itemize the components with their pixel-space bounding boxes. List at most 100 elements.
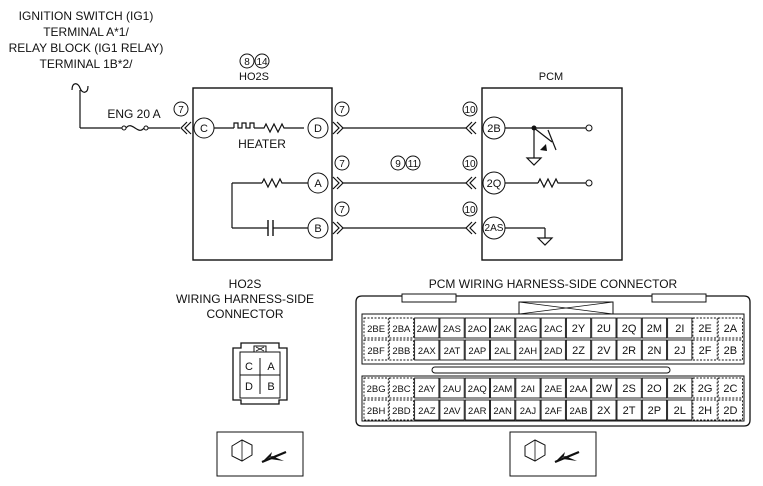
pcm-pin-label: 2AB	[570, 406, 588, 417]
pcm-pin-label: 2BC	[392, 384, 411, 395]
pcm-pin-label: 2F	[699, 345, 712, 357]
pcm-pin-cell	[540, 339, 566, 361]
ho2s-title: HO2S	[239, 71, 269, 83]
pcm-pin-label: 2AY	[418, 384, 436, 395]
pcm-pin-cell	[565, 377, 592, 399]
pcm-pin-cell	[414, 339, 440, 361]
terminal-node-icon	[585, 124, 593, 132]
ho2s-terminal-d-label: D	[314, 123, 322, 135]
ref-number: 7	[178, 105, 184, 116]
connector-view-icon	[509, 431, 597, 477]
ho2s-connector-title-3: CONNECTOR	[206, 307, 283, 321]
pcm-pin-label: 2G	[698, 383, 713, 395]
pcm-pin-label: 2AE	[544, 384, 562, 395]
pcm-pin-label: 2AD	[544, 346, 563, 357]
ho2s-terminal-b-label: B	[314, 223, 321, 235]
pcm-pin-cell	[692, 377, 718, 399]
ho2s-connector-title-1: HO2S	[229, 277, 262, 291]
pcm-pin-label: 2X	[597, 405, 611, 417]
pcm-pin-cell	[565, 399, 592, 421]
pcm-pin-cell	[388, 339, 415, 361]
pcm-pin-label: 2AC	[544, 324, 563, 335]
pcm-pin-cell	[363, 377, 389, 399]
ref-circle	[239, 53, 255, 69]
pcm-pin-label: 2AA	[570, 384, 589, 395]
source-line-4: TERMINAL 1B*2/	[40, 57, 134, 71]
pcm-pin-cell	[464, 339, 490, 361]
pcm-pin-label: 2H	[698, 405, 712, 417]
ref-circle	[462, 101, 478, 117]
ref-circle	[254, 53, 270, 69]
pcm-pin-cell	[591, 377, 617, 399]
pcm-pin-cell	[388, 317, 415, 339]
pcm-pin-cell	[363, 339, 389, 361]
pcm-pin-cell	[388, 399, 415, 421]
source-line-3: RELAY BLOCK (IG1 RELAY)	[9, 41, 164, 55]
source-line-2: TERMINAL A*1/	[43, 25, 129, 39]
pcm-pin-label: 2O	[647, 383, 662, 395]
pcm-pin-label: 2BD	[392, 406, 411, 417]
pcm-pin-cell	[717, 339, 743, 361]
pcm-pin-cell	[616, 339, 642, 361]
pcm-pin-cell	[641, 317, 668, 339]
pcm-pin-cell	[464, 377, 490, 399]
pcm-pin-cell	[540, 377, 566, 399]
pcm-pin-label: 2N	[647, 345, 661, 357]
pcm-pin-label: 2BF	[367, 346, 385, 357]
pcm-pin-label: 2P	[648, 405, 661, 417]
connector-chevron-icon	[332, 121, 344, 135]
pcm-pin-label: 2BB	[392, 346, 410, 357]
pcm-pin-cell	[414, 399, 440, 421]
ref-number: 7	[339, 159, 345, 170]
pcm-pin-label: 2AM	[493, 384, 513, 395]
connector-chevron-icon	[332, 176, 344, 190]
pcm-pin-label: 2AJ	[520, 406, 537, 417]
pcm-pin-cell	[464, 317, 490, 339]
mid-ref-1: 9	[395, 159, 401, 170]
pcm-pin-cell	[414, 377, 440, 399]
ref-circle	[334, 155, 350, 171]
pcm-pin-label: 2AO	[468, 324, 487, 335]
pcm-pin-cell	[616, 317, 642, 339]
pcm-pin-label: 2AQ	[468, 384, 487, 395]
pcm-pin-cell	[515, 377, 541, 399]
pcm-pin-label: 2AZ	[418, 406, 436, 417]
ref-circle	[462, 201, 478, 217]
ho2s-pin-d: D	[245, 381, 253, 393]
pcm-pin-cell	[388, 377, 415, 399]
pcm-pin-cell	[641, 399, 668, 421]
pcm-pin-label: 2AH	[519, 346, 538, 357]
pcm-pin-label: 2AR	[468, 406, 487, 417]
pcm-pin-label: 2BA	[392, 324, 411, 335]
mid-ref-2: 11	[408, 159, 419, 170]
pcm-pin-label: 2D	[723, 405, 737, 417]
pcm-pin-cell	[616, 377, 642, 399]
pcm-pin-cell	[717, 317, 743, 339]
connector-chevron-icon	[180, 121, 192, 135]
ho2s-connector-face	[232, 342, 288, 405]
ho2s-ref-1: 8	[244, 57, 250, 68]
pcm-pin-label: 2I	[675, 323, 684, 335]
pcm-pin-cell	[464, 399, 490, 421]
fuse-icon	[121, 125, 149, 131]
pcm-pin-cell	[591, 339, 617, 361]
pcm-pin-label: 2AK	[494, 324, 513, 335]
connector-chevron-icon	[465, 121, 477, 135]
pcm-pin-label: 2L	[674, 405, 686, 417]
pcm-pin-cell	[641, 339, 668, 361]
pcm-pin-cell	[363, 317, 389, 339]
pcm-pin-cell	[490, 399, 516, 421]
pcm-pin-label: 2E	[698, 323, 711, 335]
pcm-pin-cell	[667, 339, 693, 361]
ho2s-terminal-c-label: C	[200, 123, 208, 135]
pcm-pin-label: 2K	[673, 383, 687, 395]
pcm-pin-cell	[363, 399, 389, 421]
ref-number: 7	[339, 205, 345, 216]
connector-chevron-icon	[332, 221, 344, 235]
ref-number: 10	[464, 205, 476, 216]
pcm-pin-cell	[439, 377, 465, 399]
ref-number: 7	[339, 105, 345, 116]
heater-element-icon	[233, 122, 255, 129]
pcm-pin-label: 2B	[724, 345, 737, 357]
pcm-pin-cell	[490, 377, 516, 399]
